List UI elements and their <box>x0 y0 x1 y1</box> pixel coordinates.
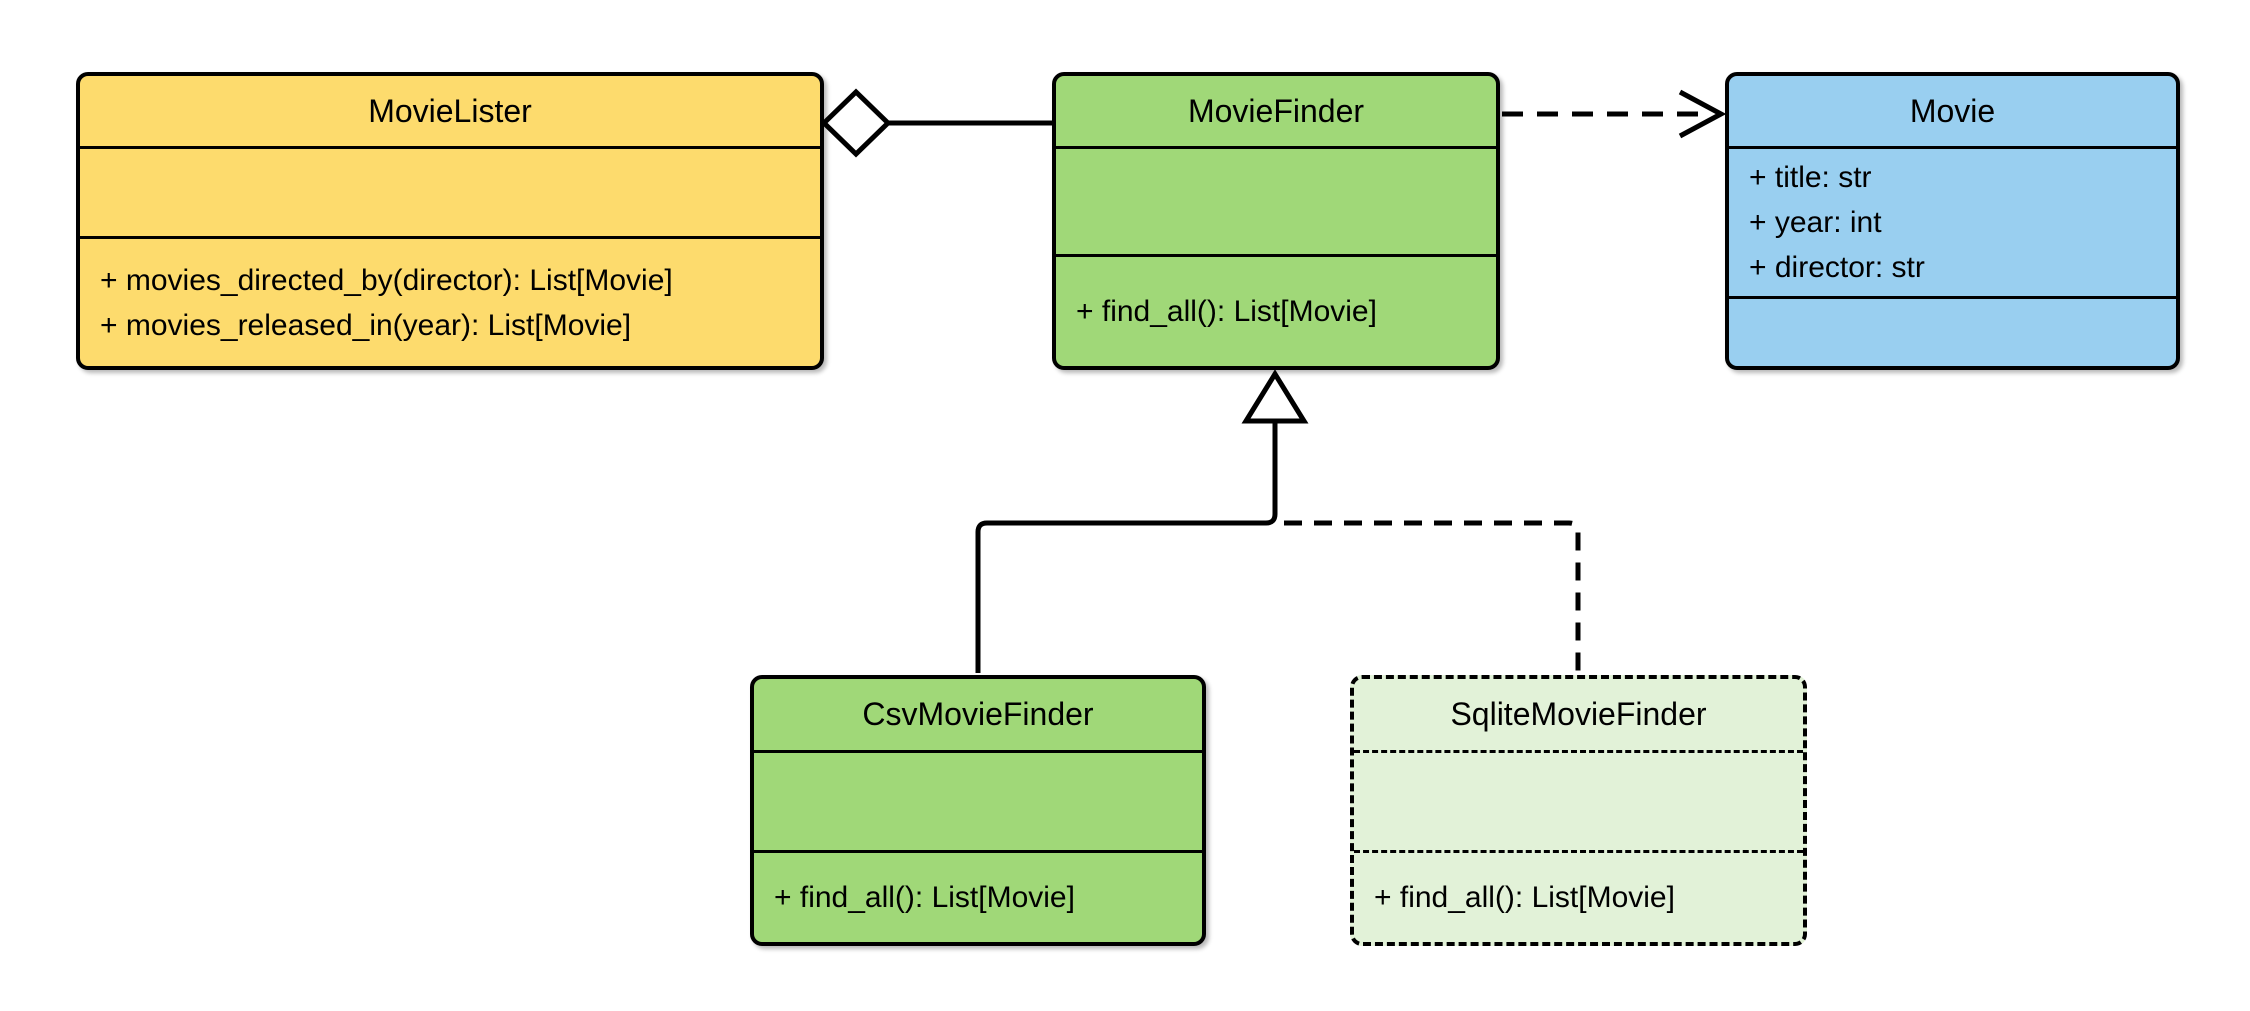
class-name-label: MovieFinder <box>1187 92 1365 129</box>
generalization-connector-csvmoviefinder-moviefinder <box>975 369 1309 673</box>
method-item: + movies_released_in(year): List[Movie] <box>100 308 632 342</box>
class-title: MovieLister <box>80 76 820 146</box>
class-name-label: CsvMovieFinder <box>862 696 1094 732</box>
hollow-triangle-icon <box>1241 369 1309 424</box>
methods-section: + find_all(): List[Movie] <box>1354 850 1803 942</box>
dependency-connector-moviefinder-movie <box>1502 89 1727 139</box>
methods-section: + find_all(): List[Movie] <box>1056 254 1496 366</box>
aggregation-connector-movielister-moviefinder <box>820 88 1052 158</box>
attribute-item: + year: int <box>1749 206 1882 239</box>
generalization-connector-sqlitemoviefinder-moviefinder <box>1284 520 1581 672</box>
class-name-label: Movie <box>1909 92 1996 129</box>
class-sqlitemoviefinder[interactable]: SqliteMovieFinder + find_all(): List[Mov… <box>1350 675 1807 946</box>
methods-section: + find_all(): List[Movie] <box>754 850 1202 942</box>
method-item: + find_all(): List[Movie] <box>774 881 1075 914</box>
aggregation-diamond-icon <box>820 88 892 158</box>
method-item: + movies_directed_by(director): List[Mov… <box>100 263 673 297</box>
attributes-section: + title: str + year: int + director: str <box>1729 146 2176 296</box>
class-csvmoviefinder[interactable]: CsvMovieFinder + find_all(): List[Movie] <box>750 675 1206 946</box>
class-title: MovieFinder <box>1056 76 1496 146</box>
class-title: SqliteMovieFinder <box>1354 679 1803 750</box>
methods-section: + movies_directed_by(director): List[Mov… <box>80 236 820 366</box>
class-moviefinder[interactable]: MovieFinder + find_all(): List[Movie] <box>1052 72 1500 370</box>
class-movie[interactable]: Movie + title: str + year: int + directo… <box>1725 72 2180 370</box>
open-arrowhead-icon <box>1678 89 1727 139</box>
methods-section <box>1729 296 2176 366</box>
attribute-item: + director: str <box>1749 251 1925 284</box>
method-item: + find_all(): List[Movie] <box>1374 881 1675 914</box>
attributes-section <box>1354 750 1803 850</box>
attribute-item: + title: str <box>1749 161 1872 194</box>
attributes-section <box>1056 146 1496 254</box>
class-movielister[interactable]: MovieLister + movies_directed_by(directo… <box>76 72 824 370</box>
attributes-section <box>754 750 1202 850</box>
method-item: + find_all(): List[Movie] <box>1076 295 1377 328</box>
attributes-section <box>80 146 820 236</box>
class-name-label: MovieLister <box>368 92 532 129</box>
class-title: CsvMovieFinder <box>754 679 1202 750</box>
class-title: Movie <box>1729 76 2176 146</box>
class-name-label: SqliteMovieFinder <box>1450 696 1707 732</box>
